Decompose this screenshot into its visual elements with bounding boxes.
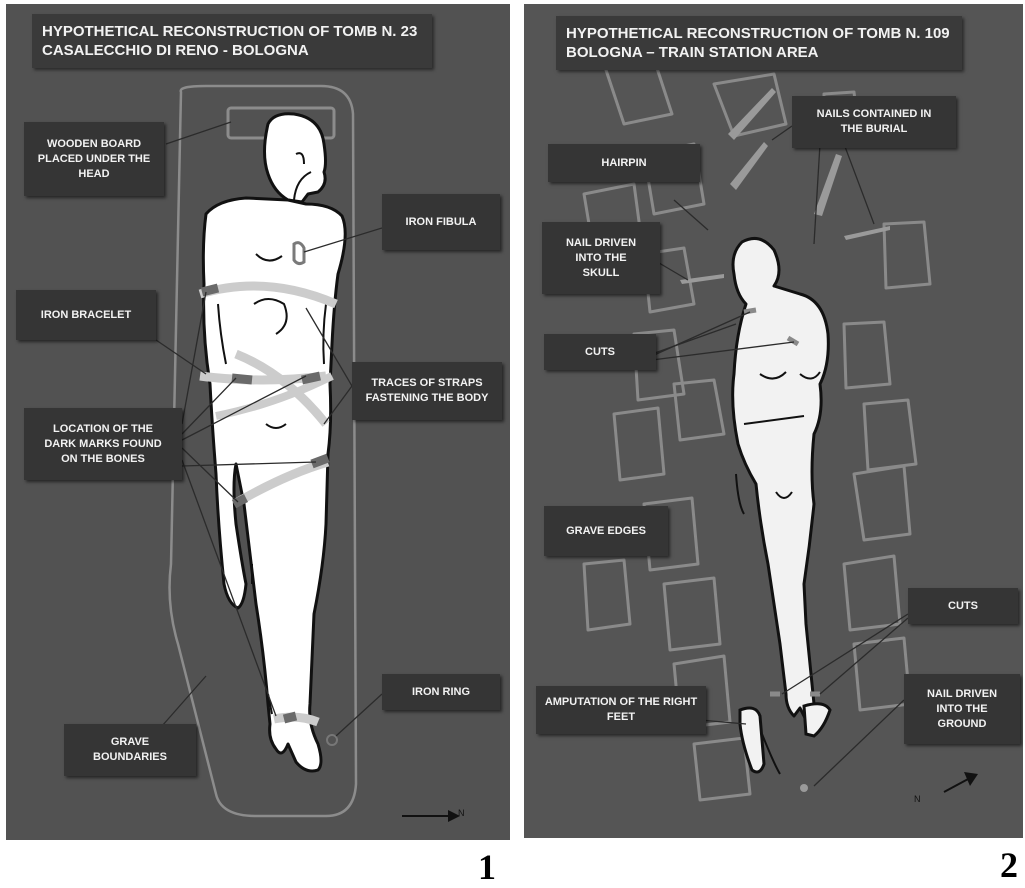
tomb-109-title: HYPOTHETICAL RECONSTRUCTION OF TOMB N. 1… (556, 16, 962, 70)
compass-arrow (944, 772, 978, 792)
label-nails-burial: NAILS CONTAINED IN THE BURIAL (792, 96, 956, 148)
ground-nail (800, 784, 808, 792)
feet (740, 704, 830, 772)
label-iron-bracelet: IRON BRACELET (16, 290, 156, 340)
label-nail-skull: NAIL DRIVEN INTO THE SKULL (542, 222, 660, 294)
label-nail-ground: NAIL DRIVEN INTO THE GROUND (904, 674, 1020, 744)
label-cuts-lower: CUTS (908, 588, 1018, 624)
label-iron-fibula: IRON FIBULA (382, 194, 500, 250)
figure-number-1: 1 (478, 846, 496, 888)
compass-north-label: N (914, 794, 921, 804)
tomb-23-panel: HYPOTHETICAL RECONSTRUCTION OF TOMB N. 2… (6, 4, 510, 840)
label-amputation: AMPUTATION OF THE RIGHT FEET (536, 686, 706, 734)
label-grave-edges: GRAVE EDGES (544, 506, 668, 556)
compass-arrow (402, 810, 460, 822)
label-wooden-board: WOODEN BOARD PLACED UNDER THE HEAD (24, 122, 164, 196)
figure-number-2: 2 (1000, 844, 1018, 886)
label-dark-marks: LOCATION OF THE DARK MARKS FOUND ON THE … (24, 408, 182, 480)
label-iron-ring: IRON RING (382, 674, 500, 710)
label-hairpin: HAIRPIN (548, 144, 700, 182)
compass-north-label: N (458, 808, 465, 818)
label-grave-boundaries: GRAVE BOUNDARIES (64, 724, 196, 776)
body-figure (203, 114, 345, 771)
label-cuts-upper: CUTS (544, 334, 656, 370)
tomb-23-title: HYPOTHETICAL RECONSTRUCTION OF TOMB N. 2… (32, 14, 432, 68)
iron-ring (327, 735, 337, 745)
tomb-109-panel: HYPOTHETICAL RECONSTRUCTION OF TOMB N. 1… (524, 4, 1023, 838)
label-traces-straps: TRACES OF STRAPS FASTENING THE BODY (352, 362, 502, 420)
